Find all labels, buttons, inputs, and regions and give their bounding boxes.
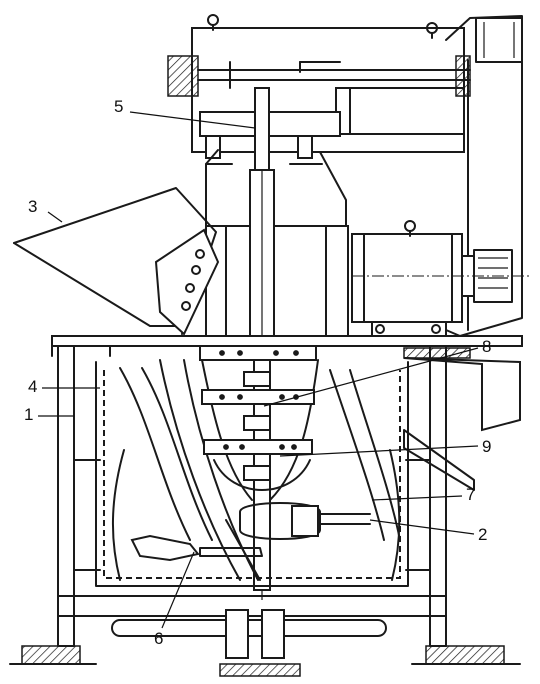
callout-labels: 5 3 4 1 8 9 7 2 6	[24, 97, 491, 648]
callout-9: 9	[482, 437, 491, 456]
screen-basket	[95, 361, 409, 587]
callout-8: 8	[482, 337, 491, 356]
callout-6: 6	[154, 629, 163, 648]
base-stand	[9, 595, 521, 677]
callout-2: 2	[478, 525, 487, 544]
scraper-arm	[130, 519, 263, 581]
lower-hub	[239, 502, 371, 540]
callout-5: 5	[114, 97, 123, 116]
callout-3: 3	[28, 197, 37, 216]
cover-plate	[51, 335, 523, 359]
callout-leaders	[38, 111, 479, 629]
discharge-spout	[403, 357, 521, 491]
beater-assembly	[199, 345, 317, 491]
feed-chute	[13, 187, 220, 336]
callout-4: 4	[28, 377, 37, 396]
callout-7: 7	[466, 485, 475, 504]
electric-motor	[351, 220, 530, 337]
spindle-column	[205, 149, 349, 337]
gearbox-housing	[167, 14, 471, 159]
bolt-row	[219, 350, 299, 450]
callout-1: 1	[24, 405, 33, 424]
